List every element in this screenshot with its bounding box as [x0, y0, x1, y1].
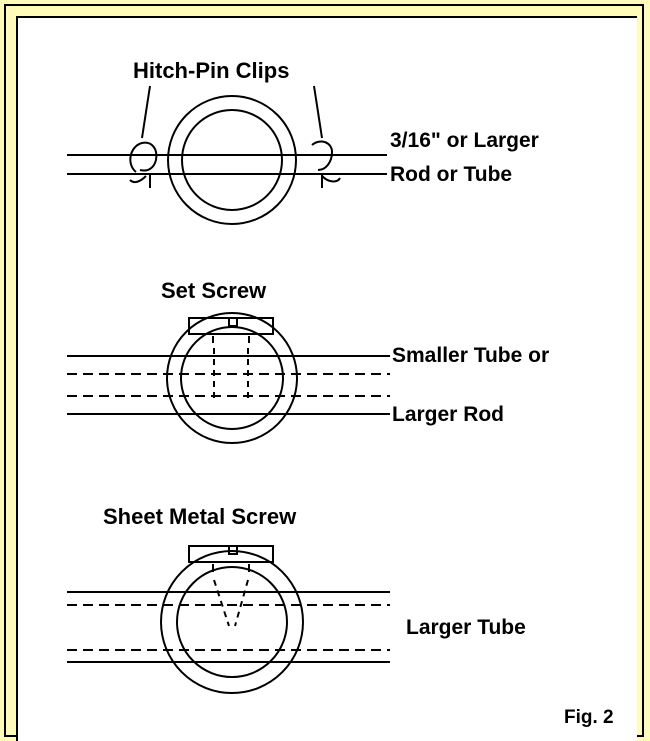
- outer-ring-3: [160, 550, 304, 694]
- hitch-pin-clips-label: Hitch-Pin Clips: [133, 58, 290, 83]
- left-clip: [129, 141, 158, 184]
- sms-right-taper: [234, 579, 249, 627]
- sms-left-taper: [213, 579, 230, 627]
- sms-slot: [228, 545, 238, 555]
- outer-ring-2: [166, 312, 298, 444]
- set-screw-mount: [67, 312, 390, 444]
- outer-ring-1: [167, 95, 297, 225]
- hitch-pin-mount: [67, 85, 387, 225]
- figure-caption: Fig. 2: [564, 707, 614, 728]
- larger-tube-label: Larger Tube: [406, 616, 526, 639]
- set-screw-slot: [228, 317, 238, 327]
- diagram-panel: [16, 16, 637, 741]
- leader-right-1: [313, 85, 323, 139]
- inner-ring-1: [181, 109, 283, 211]
- rod-size-label-line1: 3/16" or Larger: [390, 129, 539, 152]
- sheet-metal-screw-mount: [67, 545, 390, 694]
- set-screw-label: Set Screw: [161, 278, 267, 303]
- sheet-metal-screw-label: Sheet Metal Screw: [103, 504, 297, 529]
- smaller-tube-label-line2: Larger Rod: [392, 403, 505, 426]
- right-clip: [311, 140, 341, 183]
- rod-size-label-line2: Rod or Tube: [390, 163, 513, 186]
- inner-ring-3: [176, 566, 288, 678]
- smaller-tube-label-line1: Smaller Tube or: [392, 344, 550, 367]
- leader-left-1: [141, 85, 151, 139]
